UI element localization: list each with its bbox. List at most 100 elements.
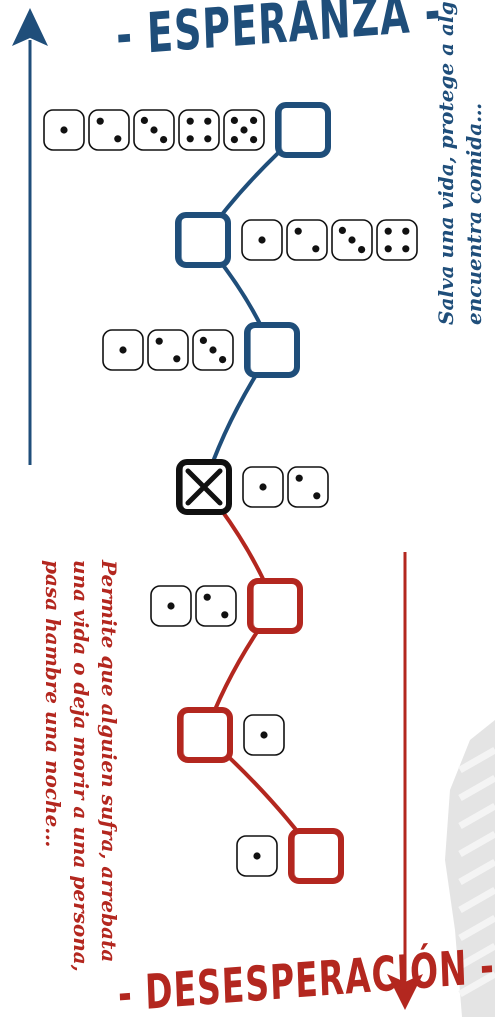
die-2-icon <box>147 329 189 371</box>
despair-description-line: Permite que alguien sufra, arrebata <box>97 560 121 963</box>
track-space-despair <box>236 828 344 884</box>
track-box-sketch <box>280 102 328 156</box>
die-pip <box>313 492 321 500</box>
die-pip <box>60 126 68 134</box>
die-1-icon <box>150 585 192 627</box>
die-pip <box>186 135 194 143</box>
dice-row <box>242 466 329 508</box>
die-face <box>147 329 189 371</box>
die-pip <box>338 226 346 234</box>
die-pip <box>114 135 122 143</box>
despair-description: Permite que alguien sufra, arrebata una … <box>39 560 123 972</box>
die-pip <box>384 245 392 253</box>
track-box-sketch <box>181 459 229 513</box>
die-1-icon <box>241 219 283 261</box>
die-2-icon <box>88 109 130 151</box>
track-space-hope <box>43 102 331 158</box>
die-pip <box>230 116 238 124</box>
die-1-icon <box>43 109 85 151</box>
track-box-sketch <box>293 828 341 882</box>
despair-description-line: pasa hambre una noche… <box>41 560 65 848</box>
texture-stripe <box>458 746 495 774</box>
texture-stripe <box>458 774 495 802</box>
die-4-icon <box>376 219 418 261</box>
die-pip <box>209 346 217 354</box>
die-pip <box>402 227 410 235</box>
die-pip <box>358 246 366 254</box>
track-box-sketch <box>249 322 297 376</box>
track-box-sketch <box>252 578 300 632</box>
die-pip <box>250 136 258 144</box>
die-pip <box>312 245 320 253</box>
texture-stripe <box>458 830 495 858</box>
dice-row <box>150 585 237 627</box>
die-pip <box>119 346 127 354</box>
dice-row <box>241 219 418 261</box>
die-pip <box>155 337 163 345</box>
track-box <box>275 102 331 158</box>
die-2-icon <box>286 219 328 261</box>
die-3-icon <box>331 219 373 261</box>
track-space-hope <box>102 322 300 378</box>
die-3-icon <box>133 109 175 151</box>
die-face <box>178 109 220 151</box>
die-pip <box>160 136 168 144</box>
hope-description: Salva una vida, protege a alguien, encue… <box>432 0 488 325</box>
die-pip <box>167 602 175 610</box>
texture-stripe <box>458 886 495 914</box>
die-pip <box>384 227 392 235</box>
dice-row <box>243 714 285 756</box>
die-pip <box>348 236 356 244</box>
dice-row <box>43 109 265 151</box>
die-pip <box>295 474 303 482</box>
die-pip <box>250 116 258 124</box>
die-pip <box>260 731 268 739</box>
die-pip <box>199 336 207 344</box>
die-pip <box>96 117 104 125</box>
track-box <box>177 707 233 763</box>
track-box <box>244 322 300 378</box>
die-pip <box>240 126 248 134</box>
despair-description-line: una vida o deja morir a una persona, <box>69 560 93 972</box>
die-1-icon <box>236 835 278 877</box>
texture-stripe <box>458 914 495 942</box>
die-pip <box>204 135 212 143</box>
track-box <box>288 828 344 884</box>
track-box <box>247 578 303 634</box>
die-face <box>195 585 237 627</box>
die-pip <box>221 611 229 619</box>
texture-stripe <box>458 858 495 886</box>
arrow-up-icon <box>12 8 48 46</box>
arrow-down-icon <box>387 974 423 1010</box>
track-space-despair <box>150 578 303 634</box>
dice-row <box>236 835 278 877</box>
die-5-icon <box>223 109 265 151</box>
die-pip <box>253 852 261 860</box>
track-box <box>175 212 231 268</box>
track-space-despair <box>177 707 285 763</box>
track-space-neutral <box>176 459 329 515</box>
die-3-icon <box>192 329 234 371</box>
track-box-sketch <box>182 707 230 761</box>
track-space-hope <box>175 212 418 268</box>
die-1-icon <box>242 466 284 508</box>
texture-stripe <box>458 942 495 970</box>
die-face <box>286 219 328 261</box>
die-pip <box>219 356 227 364</box>
die-pip <box>259 483 267 491</box>
die-pip <box>203 593 211 601</box>
die-face <box>287 466 329 508</box>
die-face <box>88 109 130 151</box>
texture-stripe <box>458 970 495 998</box>
die-1-icon <box>102 329 144 371</box>
die-4-icon <box>178 109 220 151</box>
die-pip <box>294 227 302 235</box>
die-pip <box>140 116 148 124</box>
hope-description-line: Salva una vida, protege a alguien, <box>434 0 458 325</box>
texture-shape <box>445 720 495 1017</box>
texture-stripe <box>458 802 495 830</box>
die-2-icon <box>195 585 237 627</box>
die-pip <box>204 117 212 125</box>
die-pip <box>150 126 158 134</box>
